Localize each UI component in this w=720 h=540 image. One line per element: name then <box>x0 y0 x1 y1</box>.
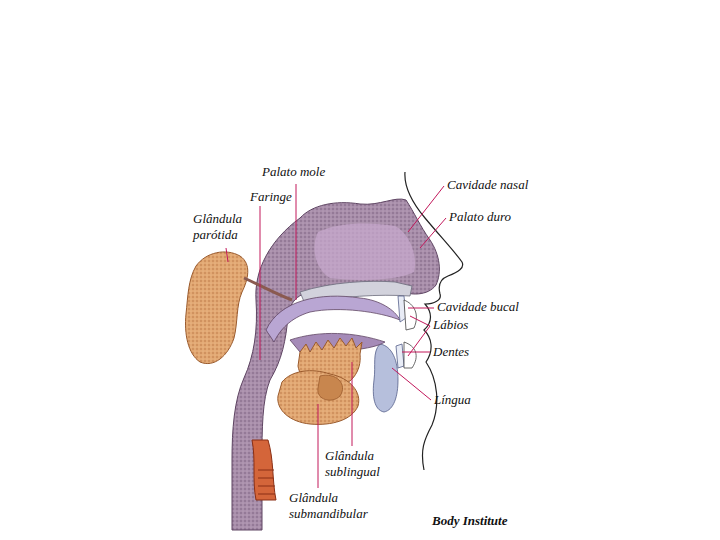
part-label: Palato mole <box>262 164 372 180</box>
upper-lip <box>404 300 416 330</box>
lower-lip <box>404 342 416 368</box>
parotid-gland <box>186 252 248 364</box>
part-label: Palato duro <box>449 209 569 225</box>
trachea-rings <box>258 470 275 494</box>
leader-lines <box>226 184 446 488</box>
nasal-pharynx <box>232 199 439 530</box>
parotid-duct <box>244 278 292 300</box>
part-label: Cavidade bucal <box>437 299 567 315</box>
part-label: Faringe <box>250 189 330 205</box>
nasal-cavity <box>314 224 415 280</box>
oesophagus <box>252 440 276 500</box>
part-label: Lábios <box>433 317 523 333</box>
part-label: Cavidade nasal <box>447 177 577 193</box>
lower-teeth <box>396 344 404 368</box>
credit-watermark: Body Institute <box>432 513 572 529</box>
part-label: Língua <box>434 392 524 408</box>
part-label: Glândula submandibular <box>289 490 389 522</box>
part-label: Glândula parótida <box>193 211 257 243</box>
gland-lobe <box>318 375 343 400</box>
part-label: Glândula sublingual <box>325 448 397 480</box>
part-label: Dentes <box>433 344 523 360</box>
jaw <box>373 344 398 412</box>
